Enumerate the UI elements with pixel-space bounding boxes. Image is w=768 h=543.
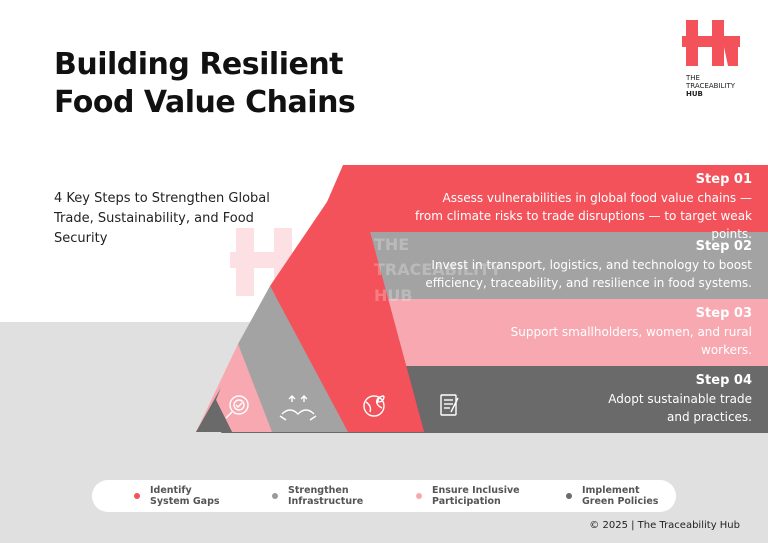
step-description: Adopt sustainable trade and practices.	[608, 392, 752, 424]
step-number: Step 04	[695, 373, 752, 388]
logo-wordmark: THE TRACEABILITY HUB	[686, 74, 736, 98]
legend-item-identify: Identify System Gaps	[134, 485, 220, 507]
watermark-text: THE TRACEABILITY HUB	[374, 235, 502, 305]
step-number: Step 01	[695, 172, 752, 187]
pyramid-far-dark	[196, 400, 232, 432]
step-description: Invest in transport, logistics, and tech…	[425, 258, 752, 290]
legend-item-green: Implement Green Policies	[566, 485, 658, 507]
footer-copyright: © 2025 | The Traceability Hub	[589, 520, 740, 531]
pyramid-mid-gray	[238, 286, 348, 432]
step-band-1	[314, 165, 768, 232]
legend-bar: Identify System Gaps Strengthen Infrastr…	[92, 480, 676, 512]
page-title: Building Resilient Food Value Chains	[54, 47, 356, 120]
step-description: Support smallholders, women, and rural w…	[510, 325, 752, 357]
legend-label: Ensure Inclusive Participation	[432, 485, 520, 507]
legend-item-strengthen: Strengthen Infrastructure	[272, 485, 363, 507]
globe-leaf-icon	[363, 395, 385, 417]
svg-text:HUB: HUB	[374, 286, 413, 305]
step-04: Step 04 Adopt sustainable trade and prac…	[0, 366, 768, 433]
legend-dot	[272, 493, 278, 499]
page-subtitle: 4 Key Steps to Strengthen Global Trade, …	[54, 191, 270, 246]
svg-text:THE: THE	[374, 235, 409, 254]
legend-label: Identify System Gaps	[150, 485, 220, 507]
legend-dot	[416, 493, 422, 499]
magnifier-check-icon	[225, 395, 249, 419]
hash-h-icon	[682, 20, 740, 66]
step-number: Step 03	[695, 306, 752, 321]
step-02: Step 02 Invest in transport, logistics, …	[0, 232, 768, 299]
pyramid-left-pink	[216, 344, 272, 432]
hands-arrows-icon	[279, 395, 317, 421]
legend-dot	[566, 493, 572, 499]
step-band-2	[283, 232, 768, 299]
step-description: Assess vulnerabilities in global food va…	[414, 191, 752, 241]
legend-label: Strengthen Infrastructure	[288, 485, 364, 507]
svg-text:TRACEABILITY: TRACEABILITY	[374, 260, 502, 279]
brand-logo: THE TRACEABILITY HUB	[664, 18, 754, 98]
step-number: Step 02	[695, 239, 752, 254]
legend-dot	[134, 493, 140, 499]
legend-label: Implement Green Policies	[582, 485, 659, 507]
legend-item-inclusive: Ensure Inclusive Participation	[416, 485, 520, 507]
step-03: Step 03 Support smallholders, women, and…	[0, 299, 768, 366]
step-01: Step 01 Assess vulnerabilities in global…	[0, 165, 768, 241]
pyramid-right-red	[270, 165, 424, 432]
document-pen-icon	[440, 394, 459, 416]
